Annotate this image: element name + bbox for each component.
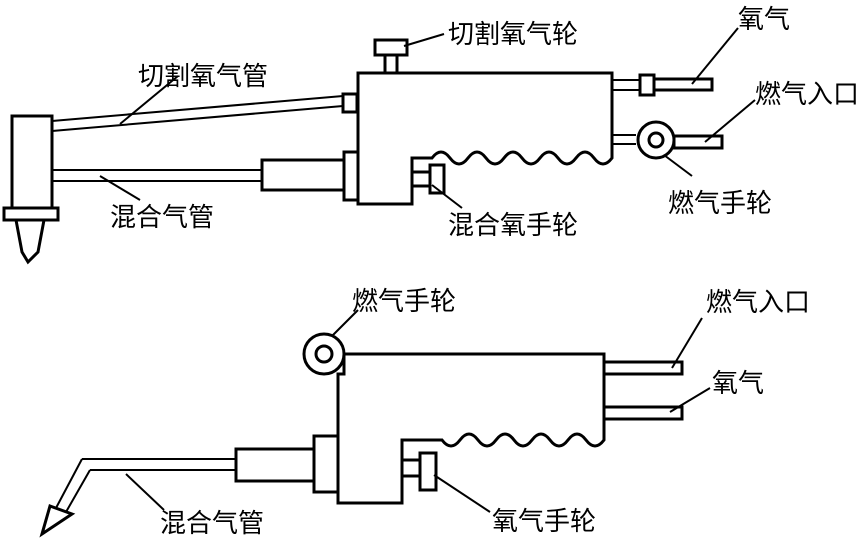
cutting-oxygen-valve-knob xyxy=(373,38,409,75)
torch-handle-body xyxy=(356,71,614,206)
oxygen-inlet-pipe xyxy=(612,73,714,97)
label-mixing-oxygen-valve: 混合氧手轮 xyxy=(448,211,578,241)
cutting-oxygen-tube xyxy=(51,92,359,132)
label-oxygen-bottom: 氧气 xyxy=(712,369,764,399)
fuel-valve-wheel-bottom xyxy=(302,332,346,376)
label-fuel-inlet-top: 燃气入口 xyxy=(755,80,859,110)
label-cut-oxygen-valve: 切割氧气轮 xyxy=(448,20,578,50)
bottom-leader-lines xyxy=(125,309,711,513)
label-fuel-valve-bottom: 燃气手轮 xyxy=(352,287,456,317)
cutting-torch: 切割氧气轮 切割氧气管 氧气 燃气入口 燃气手轮 混合气管 混合氧手轮 xyxy=(2,5,859,265)
oxygen-valve-knob-bottom xyxy=(400,451,438,492)
label-mixing-tube-bottom: 混合气管 xyxy=(160,509,264,539)
label-fuel-inlet-bottom: 燃气入口 xyxy=(706,288,810,318)
oxygen-pipe-bottom xyxy=(602,405,684,421)
welding-torch: 燃气手轮 燃气入口 氧气 混合气管 氧气手轮 xyxy=(39,287,810,539)
label-fuel-valve-top: 燃气手轮 xyxy=(668,189,772,219)
label-oxygen-top: 氧气 xyxy=(738,5,790,35)
mixing-gas-tube xyxy=(52,150,360,202)
mixing-oxygen-valve-knob xyxy=(410,163,446,195)
cutting-nozzle xyxy=(2,114,60,265)
welding-nozzle-tube xyxy=(39,434,340,538)
label-mixing-tube-top: 混合气管 xyxy=(110,203,214,233)
fuel-valve-wheel xyxy=(612,120,724,160)
welding-handle-body xyxy=(336,352,606,505)
label-oxygen-valve-bottom: 氧气手轮 xyxy=(492,507,596,537)
label-cut-oxygen-tube: 切割氧气管 xyxy=(138,62,268,92)
fuel-inlet-pipe-bottom xyxy=(602,360,684,376)
top-leader-lines xyxy=(99,27,756,209)
